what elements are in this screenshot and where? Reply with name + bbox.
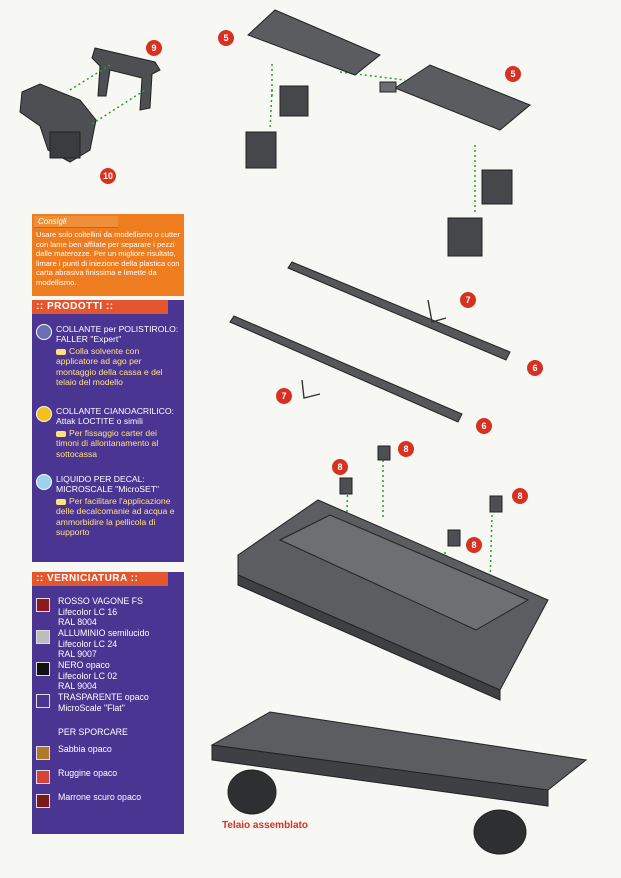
chassis-open-illustration	[237, 499, 549, 701]
callout-8-b: 8	[332, 459, 348, 475]
paints-title: :: VERNICIATURA ::	[32, 572, 168, 586]
paint-brand: Lifecolor LC 16	[58, 606, 118, 617]
product-desc: Colla solvente con applicatore ad ago pe…	[56, 346, 163, 388]
floor-plates-illustration	[247, 9, 531, 131]
chassis-assembled-illustration	[210, 711, 588, 855]
paint-name: Marrone scuro opaco	[58, 792, 142, 802]
product-desc: Per fissaggio carter dei timoni di allon…	[56, 428, 159, 459]
callout-7-bottom: 7	[276, 388, 292, 404]
pointing-hand-icon	[56, 348, 66, 355]
steps-illustration	[301, 299, 447, 399]
bogie-frame-illustration	[19, 47, 161, 163]
paint-name: TRASPARENTE opaco	[58, 692, 149, 702]
callout-9: 9	[146, 40, 162, 56]
product-desc: Per facilitare l'applicazione delle deca…	[56, 496, 175, 538]
products-box: :: PRODOTTI :: COLLANTE per POLISTIROLO:…	[32, 300, 184, 562]
paint-brand: MicroScale "Flat"	[58, 702, 125, 713]
drop-icon	[36, 406, 52, 422]
tips-header: Consigli	[34, 216, 118, 228]
paint-ral: RAL 9004	[58, 681, 97, 692]
product-title: COLLANTE per POLISTIROLO: FALLER "Expert…	[56, 324, 179, 345]
paints-box: :: VERNICIATURA :: ROSSO VAGONE FS Lifec…	[32, 572, 184, 834]
callout-8-a: 8	[398, 441, 414, 457]
bogies-illustration	[245, 85, 513, 257]
paint-name: Sabbia opaco	[58, 744, 112, 754]
tips-text: Usare solo coltellini da modellismo o cu…	[36, 230, 180, 287]
callout-6-bottom: 6	[476, 418, 492, 434]
color-swatch	[36, 598, 50, 612]
callout-8-d: 8	[466, 537, 482, 553]
color-swatch	[36, 794, 50, 808]
color-swatch	[36, 630, 50, 644]
small-parts-illustration	[339, 445, 503, 547]
pointing-hand-icon	[56, 498, 66, 505]
paint-brand: Lifecolor LC 02	[58, 670, 118, 681]
tips-box: Consigli Usare solo coltellini da modell…	[32, 214, 184, 296]
callout-10: 10	[100, 168, 116, 184]
callout-5-right: 5	[505, 66, 521, 82]
color-swatch	[36, 746, 50, 760]
callout-6-top: 6	[527, 360, 543, 376]
callout-8-c: 8	[512, 488, 528, 504]
color-swatch	[36, 770, 50, 784]
weathering-label: PER SPORCARE	[58, 727, 128, 737]
color-swatch	[36, 694, 50, 708]
paint-ral: RAL 8004	[58, 617, 97, 628]
tips-title: Consigli	[38, 217, 67, 226]
callout-7-top: 7	[460, 292, 476, 308]
paint-brand: Lifecolor LC 24	[58, 638, 118, 649]
side-rails-illustration	[229, 261, 511, 423]
drop-icon	[36, 324, 52, 340]
paint-name: Ruggine opaco	[58, 768, 118, 778]
drop-icon	[36, 474, 52, 490]
color-swatch	[36, 662, 50, 676]
callout-5-left: 5	[218, 30, 234, 46]
product-title: COLLANTE CIANOACRILICO: Attak LOCTITE o …	[56, 406, 174, 427]
pointing-hand-icon	[56, 430, 66, 437]
paint-name: ROSSO VAGONE FS	[58, 596, 143, 606]
assembled-caption: Telaio assemblato	[222, 820, 308, 831]
products-title: :: PRODOTTI ::	[32, 300, 168, 314]
paint-name: ALLUMINIO semilucido	[58, 628, 150, 638]
paint-name: NERO opaco	[58, 660, 110, 670]
paint-ral: RAL 9007	[58, 649, 97, 660]
product-title: LIQUIDO PER DECAL: MICROSCALE "MicroSET"	[56, 474, 160, 495]
